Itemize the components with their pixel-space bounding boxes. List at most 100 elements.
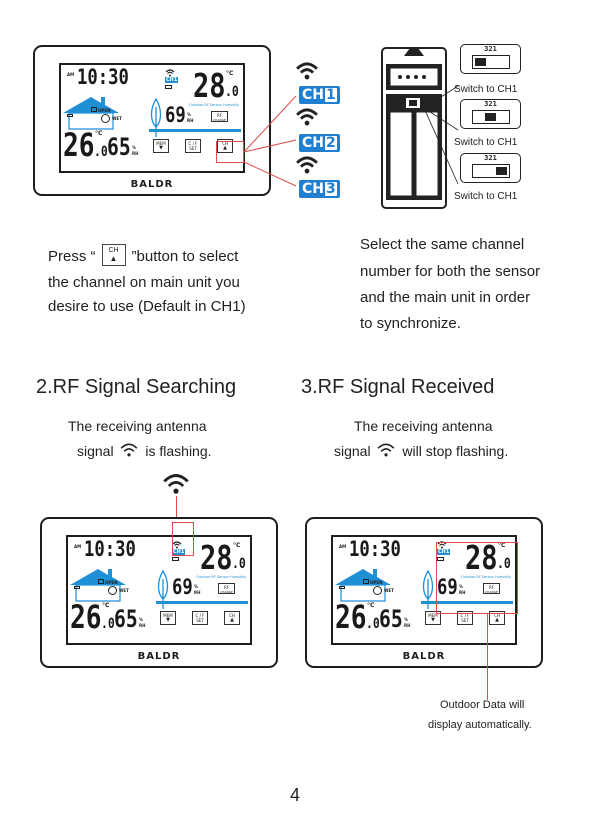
ch-button[interactable]: CH ▲ [217, 139, 233, 153]
wifi-icon [296, 62, 318, 80]
outdoor-hum-unit: % [187, 112, 192, 117]
rf-change-button[interactable]: RF CHANGE [483, 583, 500, 594]
section-3-title: 3.RF Signal Received [301, 376, 495, 398]
up-arrow-icon: ▲ [495, 617, 499, 623]
sync-instruction-line-2: number for both the sensor [360, 263, 541, 280]
outdoor-caption: Outdoor RF Sensor Humidity [196, 575, 246, 579]
tree-icon [150, 97, 162, 137]
rf-change-label: CHANGE [213, 118, 226, 122]
outdoor-temp: 28 [200, 538, 233, 577]
outdoor-temp-unit: °C [226, 70, 234, 77]
ch-button[interactable]: CH ▲ [224, 611, 240, 625]
switch-digits: 321 [484, 45, 497, 53]
down-arrow-icon: ▼ [431, 617, 435, 623]
indoor-humidity: 65 [379, 605, 403, 633]
switch-label-2: Switch to CH1 [454, 137, 518, 148]
signal-word: signal [334, 443, 371, 459]
section-3-line-2: signal will stop flashing. [334, 443, 508, 459]
ground-line [156, 601, 248, 604]
comfort-face-icon [373, 586, 382, 595]
mem-button[interactable]: MEM ▼ [160, 611, 176, 625]
wifi-icon [296, 108, 318, 126]
up-arrow-icon: ▲ [230, 617, 234, 623]
ch-button[interactable]: CH ▲ [489, 611, 505, 625]
rf-change-label: CHANGE [220, 590, 233, 594]
weather-station-unit-searching: AM 10:30 CH1 28 .0 °C OPEN WET 69 % RH O… [40, 517, 278, 668]
wet-label: WET [384, 588, 394, 593]
wifi-icon [378, 443, 395, 457]
cf-set-button[interactable]: C / F SET [192, 611, 208, 625]
wifi-icon [121, 443, 138, 457]
outdoor-pointer-line [487, 614, 488, 700]
mem-button[interactable]: MEM ▼ [425, 611, 441, 625]
ground-line [421, 601, 513, 604]
time-display: 10:30 [84, 537, 136, 561]
ch-key-illustration: CH▲ [101, 244, 126, 267]
section-3-line-1: The receiving antenna [354, 418, 493, 434]
battery-icon [165, 85, 172, 89]
brand-logo: BALDR [402, 651, 446, 662]
switch-knob[interactable] [475, 58, 486, 66]
outdoor-humidity: 69 [172, 575, 193, 599]
open-label: OPEN [105, 580, 118, 585]
indoor-temp-unit: °C [102, 602, 110, 609]
channel-tag-number: 3 [325, 181, 337, 197]
cf-label: C / F [188, 141, 198, 146]
switch-label-3: Switch to CH1 [454, 191, 518, 202]
antenna-pointer-line [176, 496, 177, 522]
house-icon [70, 569, 126, 602]
channel-tag-text: CH [302, 181, 324, 197]
cf-set-button[interactable]: C / F SET [185, 139, 201, 153]
outdoor-temp-decimal: .0 [232, 556, 246, 572]
indoor-temp: 26 [335, 598, 367, 636]
cf-label: C / F [195, 613, 205, 618]
outdoor-hum-unit: % [459, 584, 464, 589]
rf-label: RF [223, 585, 230, 590]
am-indicator: AM [339, 544, 347, 549]
antenna-highlight [172, 522, 194, 556]
indoor-rh-label: RH [139, 623, 146, 628]
outdoor-temp-decimal: .0 [497, 556, 511, 572]
channel-badge: CH1 [165, 77, 179, 83]
indoor-battery-icon [67, 114, 73, 117]
indoor-battery-icon [339, 586, 345, 589]
mem-button[interactable]: MEM ▼ [153, 139, 169, 153]
ch-label: CH [229, 613, 235, 618]
ground-line [149, 129, 241, 132]
flashing-text: is flashing. [145, 443, 212, 459]
press-instruction-line-2: the channel on main unit you [48, 274, 240, 291]
indoor-battery-icon [74, 586, 80, 589]
lcd-screen: AM 10:30 CH1 28 .0 °C OPEN WET 69 % RH O… [331, 535, 517, 645]
outdoor-humidity: 69 [165, 103, 186, 127]
open-label: OPEN [370, 580, 383, 585]
switch-knob[interactable] [485, 113, 496, 121]
outdoor-hum-unit: % [194, 584, 199, 589]
connector-lines [244, 95, 297, 187]
rf-change-label: CHANGE [485, 590, 498, 594]
indoor-rh-label: RH [404, 623, 411, 628]
press-prefix: Press “ [48, 248, 96, 265]
rf-change-button[interactable]: RF CHANGE [211, 111, 228, 122]
time-display: 10:30 [349, 537, 401, 561]
down-arrow-icon: ▼ [166, 617, 170, 623]
channel-tag-text: CH [302, 135, 324, 151]
outdoor-rh-label: RH [194, 590, 201, 595]
switch-slot [472, 55, 510, 69]
channel-badge: CH1 [172, 549, 186, 555]
rf-change-button[interactable]: RF CHANGE [218, 583, 235, 594]
up-arrow-icon: ▲ [109, 254, 118, 264]
sync-instruction-line-1: Select the same channel [360, 236, 525, 253]
channel-switch-1: 321 [460, 44, 521, 74]
press-instruction-line-1: Press “CH▲”button to select [48, 244, 238, 268]
cf-set-button[interactable]: C / F SET [457, 611, 473, 625]
house-icon [335, 569, 391, 602]
indoor-rh-label: RH [132, 151, 139, 156]
indoor-humidity: 65 [107, 133, 131, 161]
antenna-signal-icon [165, 69, 175, 77]
switch-knob[interactable] [496, 167, 507, 175]
outdoor-rh-label: RH [187, 118, 194, 123]
channel-tag-number: 2 [325, 135, 337, 151]
comfort-face-icon [101, 114, 110, 123]
outdoor-rh-label: RH [459, 590, 466, 595]
